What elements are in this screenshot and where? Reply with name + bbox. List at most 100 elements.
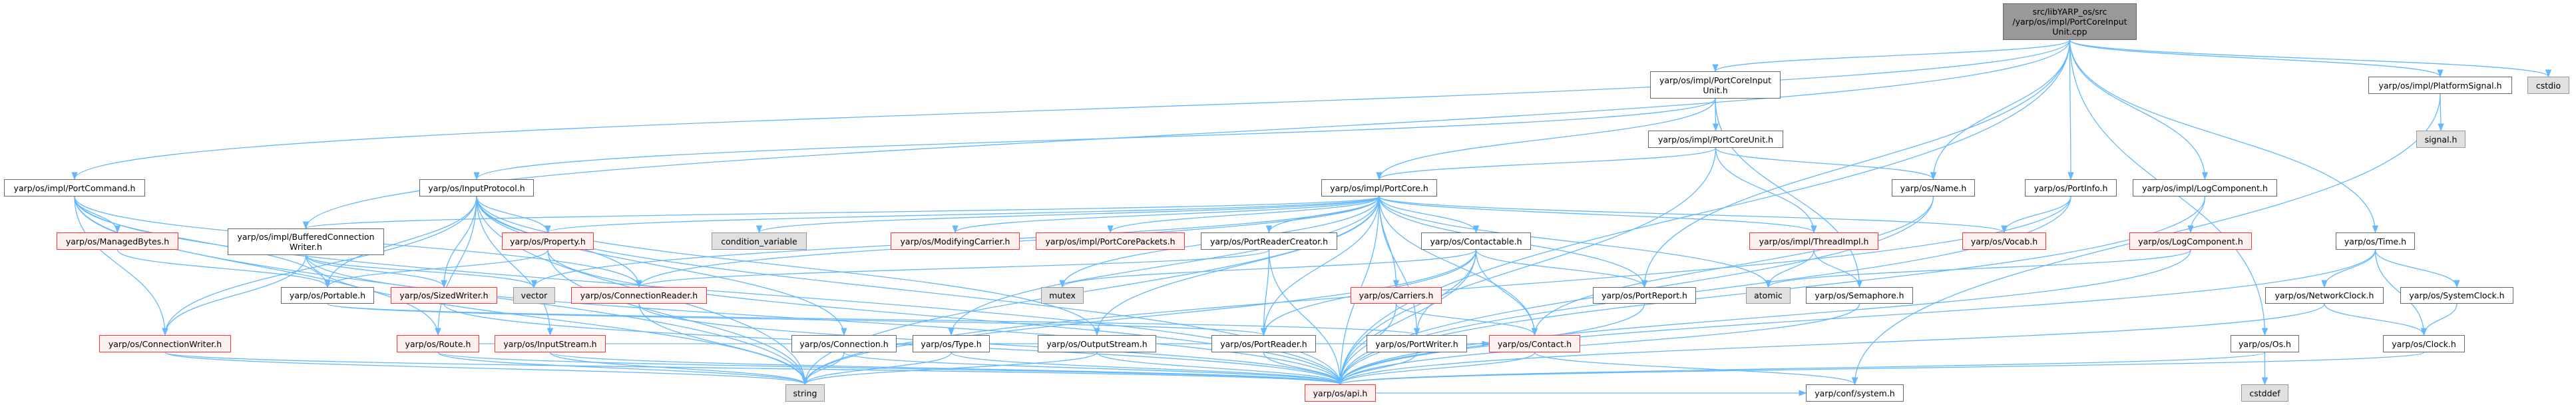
edge-pcu-to-portcore bbox=[1376, 147, 1717, 181]
edge-portcore-to-modcarrier bbox=[952, 196, 1380, 234]
node-label: yarp/os/PortReport.h bbox=[1602, 290, 1687, 300]
node-label: yarp/os/impl/PortCore.h bbox=[1330, 183, 1428, 193]
node-prc[interactable]: yarp/os/PortReaderCreator.h bbox=[1201, 232, 1337, 250]
node-pcu[interactable]: yarp/os/impl/PortCoreUnit.h bbox=[1648, 131, 1783, 148]
node-label: yarp/os/Name.h bbox=[1900, 183, 1967, 193]
node-condvar[interactable]: condition_variable bbox=[712, 232, 807, 250]
node-cstdio[interactable]: cstdio bbox=[2527, 77, 2569, 94]
node-thread[interactable]: yarp/os/impl/ThreadImpl.h bbox=[1749, 232, 1878, 250]
node-packets[interactable]: yarp/os/impl/PortCorePackets.h bbox=[1036, 232, 1185, 250]
node-string[interactable]: string bbox=[785, 384, 825, 402]
node-outstream[interactable]: yarp/os/OutputStream.h bbox=[1038, 335, 1156, 352]
node-portreader[interactable]: yarp/os/PortReader.h bbox=[1211, 335, 1316, 352]
node-label: yarp/os/Os.h bbox=[2239, 338, 2291, 349]
node-label: yarp/os/PortInfo.h bbox=[2034, 183, 2108, 193]
edge-prc-to-api bbox=[1268, 249, 1344, 386]
node-log[interactable]: yarp/os/LogComponent.h bbox=[2129, 232, 2252, 250]
node-label: Unit.cpp bbox=[2052, 27, 2087, 37]
node-label: src/libYARP_os/src bbox=[2032, 7, 2107, 17]
edge-pcu-to-api bbox=[1337, 147, 1717, 386]
node-api[interactable]: yarp/os/api.h bbox=[1305, 384, 1376, 402]
node-platsig[interactable]: yarp/os/impl/PlatformSignal.h bbox=[2368, 77, 2512, 94]
node-label: signal.h bbox=[2424, 134, 2458, 145]
node-label: yarp/os/impl/PortCoreUnit.h bbox=[1657, 134, 1774, 145]
node-contact[interactable]: yarp/os/Contact.h bbox=[1489, 335, 1580, 352]
edge-property-to-portable bbox=[324, 249, 548, 288]
edge-portcore-to-packets bbox=[1107, 196, 1380, 234]
node-system[interactable]: yarp/conf/system.h bbox=[1806, 384, 1904, 402]
edge-root-to-portreport bbox=[1641, 39, 2071, 288]
edge-pcu-to-thread bbox=[1715, 147, 1817, 234]
node-instream[interactable]: yarp/os/InputStream.h bbox=[495, 335, 606, 352]
node-label: Unit.h bbox=[1703, 85, 1728, 95]
node-connreader[interactable]: yarp/os/ConnectionReader.h bbox=[571, 287, 707, 304]
node-portinfo[interactable]: yarp/os/PortInfo.h bbox=[2025, 179, 2117, 197]
node-label: yarp/os/Type.h bbox=[921, 338, 982, 349]
node-atomic[interactable]: atomic bbox=[1746, 287, 1791, 304]
node-netclock[interactable]: yarp/os/NetworkClock.h bbox=[2265, 287, 2384, 304]
node-type[interactable]: yarp/os/Type.h bbox=[913, 335, 990, 352]
edge-name-to-contact bbox=[1531, 196, 1934, 336]
node-portreport[interactable]: yarp/os/PortReport.h bbox=[1593, 287, 1696, 304]
node-semaphore[interactable]: yarp/os/Semaphore.h bbox=[1806, 287, 1913, 304]
node-modcarrier[interactable]: yarp/os/ModifyingCarrier.h bbox=[891, 232, 1020, 250]
node-connection[interactable]: yarp/os/Connection.h bbox=[791, 335, 897, 352]
edge-contactable-to-api bbox=[1337, 249, 1477, 386]
edge-root-to-pciu bbox=[1712, 39, 2071, 73]
edge-root-to-bcw bbox=[303, 39, 2071, 230]
edge-contactable-to-mutex bbox=[1059, 249, 1477, 288]
node-managed[interactable]: yarp/os/ManagedBytes.h bbox=[57, 232, 178, 250]
edge-portcore-to-condvar bbox=[756, 196, 1380, 234]
node-label: yarp/os/impl/PortCorePackets.h bbox=[1045, 236, 1176, 246]
node-label: yarp/os/api.h bbox=[1313, 388, 1368, 398]
edge-root-to-time bbox=[2069, 39, 2379, 234]
edge-time-to-sysclock bbox=[2374, 249, 2460, 288]
node-time[interactable]: yarp/os/Time.h bbox=[2336, 232, 2415, 250]
node-cstddef[interactable]: cstddef bbox=[2241, 384, 2288, 402]
edge-log-to-atomic bbox=[1765, 249, 2191, 288]
node-portable[interactable]: yarp/os/Portable.h bbox=[281, 287, 374, 304]
edge-inproto-to-property bbox=[476, 196, 551, 234]
edge-root-to-name bbox=[1930, 39, 2071, 181]
node-root[interactable]: src/libYARP_os/src/yarp/os/impl/PortCore… bbox=[2003, 3, 2137, 40]
node-connwriter[interactable]: yarp/os/ConnectionWriter.h bbox=[99, 335, 231, 352]
edge-log-to-api bbox=[1337, 249, 2191, 386]
edge-bcw-to-sized bbox=[305, 254, 447, 288]
node-label: yarp/os/Property.h bbox=[510, 236, 586, 246]
node-label: yarp/os/NetworkClock.h bbox=[2274, 290, 2374, 300]
node-name[interactable]: yarp/os/Name.h bbox=[1892, 179, 1975, 197]
node-vocab[interactable]: yarp/os/Vocab.h bbox=[1962, 232, 2046, 250]
node-vector[interactable]: vector bbox=[513, 287, 555, 304]
node-os[interactable]: yarp/os/Os.h bbox=[2231, 335, 2299, 352]
node-label: yarp/os/Time.h bbox=[2344, 236, 2407, 246]
node-mutex[interactable]: mutex bbox=[1041, 287, 1084, 304]
node-route[interactable]: yarp/os/Route.h bbox=[397, 335, 479, 352]
node-sysclock[interactable]: yarp/os/SystemClock.h bbox=[2400, 287, 2513, 304]
node-signal[interactable]: signal.h bbox=[2416, 131, 2466, 148]
node-label: yarp/os/ModifyingCarrier.h bbox=[900, 236, 1010, 246]
edge-connwriter-to-api bbox=[164, 352, 1343, 386]
node-sized[interactable]: yarp/os/SizedWriter.h bbox=[391, 287, 497, 304]
edge-portcore-to-type bbox=[948, 196, 1380, 336]
edge-pcu-to-name bbox=[1715, 147, 1937, 181]
node-implLog[interactable]: yarp/os/impl/LogComponent.h bbox=[2133, 179, 2277, 197]
edge-contactable-to-portreport bbox=[1475, 249, 1648, 288]
edge-root-to-portinfo bbox=[2067, 39, 2074, 181]
node-clock[interactable]: yarp/os/Clock.h bbox=[2383, 335, 2465, 352]
edge-time-to-clock bbox=[2374, 249, 2428, 336]
edge-portcore-to-atomic bbox=[1379, 196, 1772, 288]
node-portcmd[interactable]: yarp/os/impl/PortCommand.h bbox=[4, 179, 145, 197]
edge-route-to-api bbox=[437, 352, 1343, 386]
node-portwriter[interactable]: yarp/os/PortWriter.h bbox=[1367, 335, 1467, 352]
node-carriers[interactable]: yarp/os/Carriers.h bbox=[1351, 287, 1442, 304]
edge-pciu-to-semaphore bbox=[1715, 98, 1863, 288]
node-contactable[interactable]: yarp/os/Contactable.h bbox=[1421, 232, 1531, 250]
node-portcore[interactable]: yarp/os/impl/PortCore.h bbox=[1321, 179, 1437, 197]
node-label: yarp/os/Carriers.h bbox=[1359, 290, 1434, 300]
node-inproto[interactable]: yarp/os/InputProtocol.h bbox=[419, 179, 534, 197]
node-property[interactable]: yarp/os/Property.h bbox=[502, 232, 594, 250]
node-label: yarp/os/impl/PortCoreInput bbox=[1659, 75, 1772, 85]
